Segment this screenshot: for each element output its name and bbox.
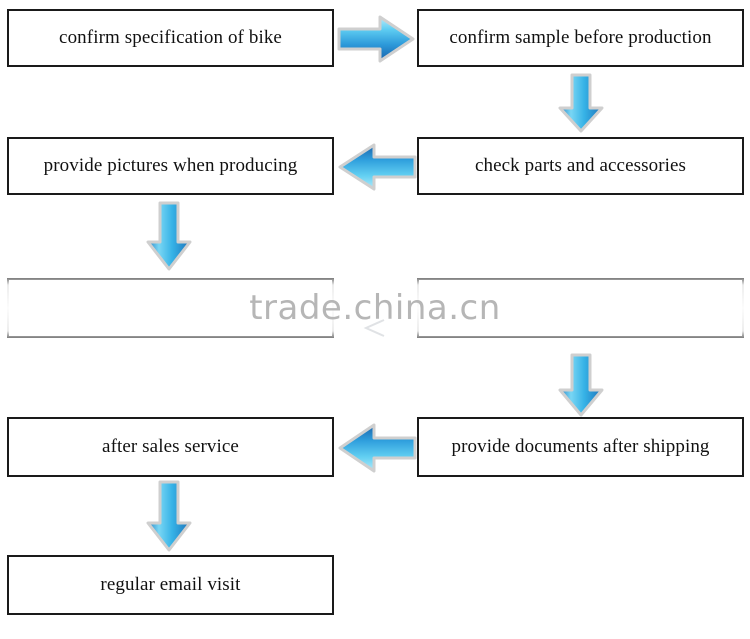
arrow-left-row3-obscured (362, 318, 388, 338)
arrow-left-documents-to-after-sales (336, 421, 418, 475)
arrow-down-pictures-to-row3-left (144, 200, 194, 272)
arrow-left-check-parts-to-pictures (336, 141, 418, 193)
arrow-right-confirm-spec-to-sample (336, 13, 416, 65)
arrow-down-after-sales-to-email-visit (144, 479, 194, 553)
flow-node-confirm-sample[interactable]: confirm sample before production (417, 9, 744, 67)
flow-node-regular-email-visit[interactable]: regular email visit (7, 555, 334, 615)
flow-node-check-parts[interactable]: check parts and accessories (417, 137, 744, 195)
flow-node-row3-left[interactable] (7, 278, 334, 338)
flow-node-after-sales-service[interactable]: after sales service (7, 417, 334, 477)
flow-node-row3-right[interactable] (417, 278, 744, 338)
flow-node-provide-pictures[interactable]: provide pictures when producing (7, 137, 334, 195)
flow-node-provide-documents[interactable]: provide documents after shipping (417, 417, 744, 477)
arrow-down-row3-right-to-documents (556, 352, 606, 418)
arrow-down-sample-to-check-parts (556, 72, 606, 134)
flow-node-confirm-specification[interactable]: confirm specification of bike (7, 9, 334, 67)
